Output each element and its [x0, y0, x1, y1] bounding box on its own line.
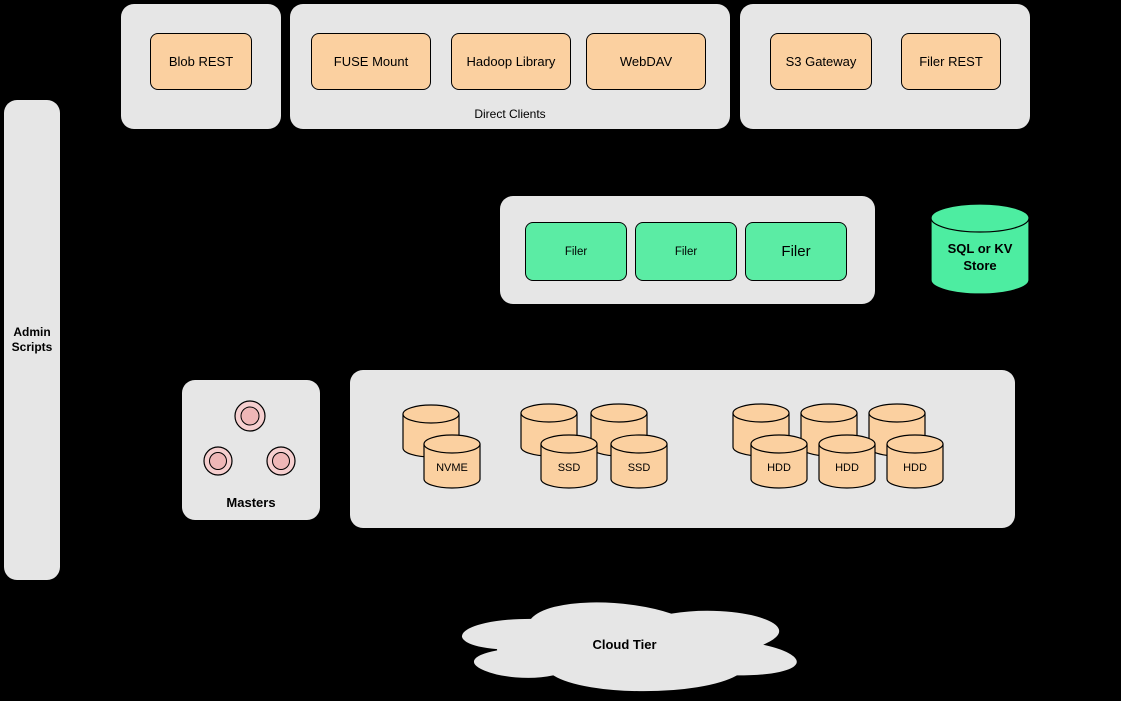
node-filer-3: Filer — [745, 222, 847, 281]
master-circle-icon — [266, 446, 296, 476]
cloud-icon — [460, 601, 798, 693]
node-filer-1: Filer — [525, 222, 627, 281]
node-webdav-label: WebDAV — [619, 54, 673, 69]
cloud-tier-label: Cloud Tier — [592, 637, 657, 652]
node-filer-2-label: Filer — [674, 245, 698, 258]
master-circle-icon — [203, 446, 233, 476]
hdd-disk-icon: HDD — [818, 434, 876, 489]
hdd-disk-label: HDD — [835, 462, 859, 474]
node-s3-gateway-label: S3 Gateway — [785, 54, 857, 69]
sql-kv-store-label: SQL or KV Store — [947, 241, 1013, 273]
node-filer-rest-label: Filer REST — [919, 54, 983, 69]
node-filer-2: Filer — [635, 222, 737, 281]
filer-panel: Filer Filer Filer — [500, 196, 875, 304]
cloud-tier: Cloud Tier — [437, 592, 812, 697]
direct-clients-panel: FUSE Mount Hadoop Library WebDAV Direct … — [290, 4, 730, 129]
ssd-disk-icon: SSD — [610, 434, 668, 489]
volume-pool-panel: NVME SSD SSD — [350, 370, 1015, 528]
ssd-disk-icon: SSD — [540, 434, 598, 489]
hdd-disk-label: HDD — [903, 462, 927, 474]
nvme-disk-icon: NVME — [423, 434, 481, 489]
masters-label: Masters — [226, 495, 276, 510]
master-nodes-icon — [203, 400, 296, 476]
node-filer-rest: Filer REST — [901, 33, 1001, 90]
sql-kv-store: SQL or KV Store — [930, 203, 1030, 296]
node-filer-3-label: Filer — [781, 243, 811, 260]
node-webdav: WebDAV — [586, 33, 706, 90]
ssd-disk-label: SSD — [558, 462, 581, 474]
admin-scripts-label: Admin Scripts — [11, 325, 53, 354]
masters-panel: Masters — [182, 380, 320, 520]
ssd-disk-label: SSD — [628, 462, 651, 474]
node-s3-gateway: S3 Gateway — [770, 33, 872, 90]
gateway-panel: S3 Gateway Filer REST — [740, 4, 1030, 129]
node-blob-rest-label: Blob REST — [168, 54, 234, 69]
master-circle-icon — [234, 400, 266, 432]
hdd-disk-icon: HDD — [886, 434, 944, 489]
hdd-disk-label: HDD — [767, 462, 791, 474]
node-filer-1-label: Filer — [564, 245, 588, 258]
blob-rest-panel: Blob REST — [121, 4, 281, 129]
database-cylinder-icon — [930, 203, 1030, 295]
nvme-disk-label: NVME — [436, 462, 468, 474]
node-fuse-mount-label: FUSE Mount — [333, 54, 409, 69]
node-fuse-mount: FUSE Mount — [311, 33, 431, 90]
direct-clients-caption: Direct Clients — [474, 107, 546, 121]
node-hadoop-library: Hadoop Library — [451, 33, 571, 90]
hdd-disk-icon: HDD — [750, 434, 808, 489]
admin-scripts-panel: Admin Scripts — [4, 100, 60, 580]
node-hadoop-library-label: Hadoop Library — [466, 54, 556, 69]
node-blob-rest: Blob REST — [150, 33, 252, 90]
